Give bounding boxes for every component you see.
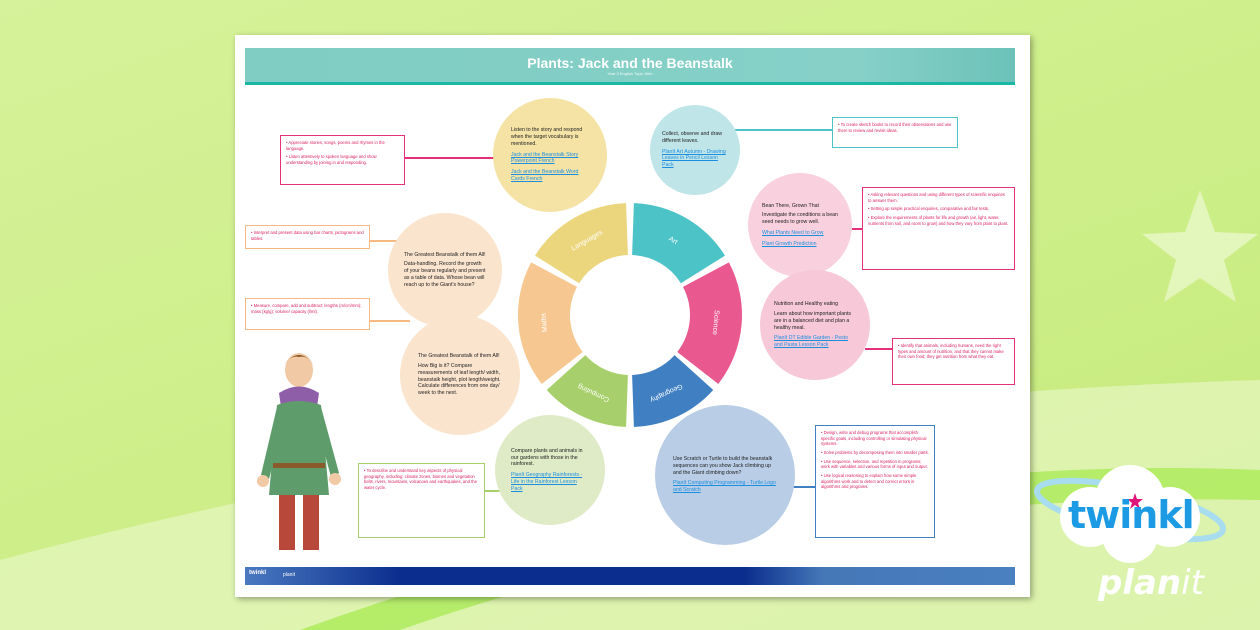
objectives-geography: To describe and understand key aspects o…	[358, 463, 485, 538]
resource-link[interactable]: PlanIt Geography Rainforests - Life in t…	[511, 472, 583, 492]
circle-text: Listen to the story and respond when the…	[511, 127, 583, 147]
footer-product: planit	[283, 572, 295, 578]
star-icon	[1127, 493, 1143, 509]
connector-computing	[790, 486, 815, 488]
connector-maths2	[370, 320, 410, 322]
objective-item: Solve problems by decomposing them into …	[821, 450, 929, 456]
circle-title: The Greatest Beanstalk of them All!	[418, 353, 500, 360]
jack-illustration	[257, 353, 341, 550]
connector-science1	[852, 228, 862, 230]
circle-maths-1: The Greatest Beanstalk of them All! Data…	[388, 213, 502, 327]
circle-text: Learn about how important plants are in …	[774, 311, 851, 331]
objectives-science-2: Identify that animals, including humans,…	[892, 338, 1015, 385]
circle-languages: Listen to the story and respond when the…	[493, 98, 607, 212]
page-title: Plants: Jack and the Beanstalk	[527, 55, 733, 71]
objective-item: To describe and understand key aspects o…	[364, 468, 479, 491]
logo-brand: twinkl	[1068, 493, 1195, 537]
circle-text: Compare plants and animals in our garden…	[511, 447, 583, 468]
objective-item: Identify that animals, including humans,…	[898, 343, 1009, 360]
circle-title: Nutrition and Healthy eating	[774, 301, 839, 308]
objectives-computing: Design, write and debug programs that ac…	[815, 425, 935, 538]
resource-link[interactable]: What Plants Need to Grow	[762, 229, 824, 236]
connector-art	[735, 129, 835, 131]
circle-computing: Use Scratch or Turtle to build the beans…	[655, 405, 795, 545]
resource-link[interactable]: Jack and the Beanstalk Word Cards French	[511, 169, 579, 182]
wheel-segment-maths	[518, 262, 583, 384]
logo-product-light: it	[1181, 563, 1204, 603]
footer-bar: twinkl planit	[245, 567, 1015, 585]
circle-science-2: Nutrition and Healthy eating Learn about…	[760, 270, 870, 380]
title-banner: Plants: Jack and the Beanstalk Year 3 En…	[245, 48, 1015, 85]
objective-item: Asking relevant questions and using diff…	[868, 192, 1009, 203]
resource-link[interactable]: PlanIt Art Autumn - Drawing Leaves in Pe…	[662, 148, 726, 169]
page-subtitle: Year 3 English Topic Web	[607, 71, 653, 76]
cloud-icon	[1033, 465, 1227, 563]
wheel-segment-geography	[632, 355, 714, 427]
objectives-art: To create sketch books to record their o…	[832, 117, 958, 148]
circle-text: Investigate the conditions a bean seed n…	[762, 212, 838, 226]
circle-text: Collect, observe and draw different leav…	[662, 131, 722, 144]
resource-link[interactable]: PlanIt Computing Programming - Turtle Lo…	[673, 480, 776, 494]
logo-product: planit	[1098, 563, 1204, 603]
connector-languages	[405, 157, 498, 159]
objective-item: Appreciate stories, songs, poems and rhy…	[286, 140, 399, 151]
wheel-label: Art	[667, 236, 678, 247]
circle-art: Collect, observe and draw different leav…	[650, 105, 740, 195]
circle-maths-2: The Greatest Beanstalk of them All! How …	[400, 315, 520, 435]
objectives-languages: Appreciate stories, songs, poems and rhy…	[280, 135, 405, 185]
wheel-label: Science	[711, 310, 720, 336]
footer-brand: twinkl	[249, 570, 267, 576]
circle-science-1: Bean There, Grown That Investigate the c…	[748, 173, 852, 277]
subject-wheel: ArtScienceGeographyComputingMathsLanguag…	[518, 203, 742, 427]
objective-item: Measure, compare, add and subtract: leng…	[251, 303, 364, 314]
objectives-maths-2: Measure, compare, add and subtract: leng…	[245, 298, 370, 330]
connector-maths1	[370, 240, 400, 242]
objective-item: Use logical reasoning to explain how som…	[821, 473, 929, 490]
objective-item: Explore the requirements of plants for l…	[868, 215, 1009, 226]
wheel-label: Maths	[540, 312, 549, 332]
objective-item: Interpret and present data using bar cha…	[251, 230, 364, 241]
connector-science2	[865, 348, 893, 350]
objective-item: To create sketch books to record their o…	[838, 122, 952, 133]
wheel-segment-science	[677, 262, 742, 384]
resource-link[interactable]: Jack and the Beanstalk Story Powerpoint …	[511, 151, 579, 165]
objective-item: Use sequence, selection, and repetition …	[821, 459, 929, 470]
resource-link[interactable]: Plant Growth Prediction	[762, 240, 817, 247]
topic-web-document: Plants: Jack and the Beanstalk Year 3 En…	[235, 35, 1030, 597]
twinkl-planit-logo: twinkl planit	[1030, 455, 1230, 615]
circle-text: Use Scratch or Turtle to build the beans…	[673, 456, 773, 476]
objectives-maths-1: Interpret and present data using bar cha…	[245, 225, 370, 249]
star-decoration	[1142, 190, 1258, 302]
objective-item: Listen attentively to spoken language an…	[286, 154, 399, 165]
circle-text: How Big is it? Compare measurements of l…	[418, 363, 501, 396]
circle-geography: Compare plants and animals in our garden…	[495, 415, 605, 525]
connector-geography	[485, 490, 505, 492]
resource-link[interactable]: PlanIt DT Edible Garden - Pesto and Past…	[774, 335, 849, 348]
wheel-segment-languages	[535, 203, 628, 284]
wheel-segment-computing	[546, 355, 628, 427]
objective-item: Setting up simple practical enquiries, c…	[868, 206, 1009, 212]
circle-text: Data-handling. Record the growth of your…	[404, 261, 486, 288]
objectives-science-1: Asking relevant questions and using diff…	[862, 187, 1015, 270]
logo-product-bold: plan	[1098, 563, 1182, 603]
objective-item: Design, write and debug programs that ac…	[821, 430, 929, 447]
wheel-segment-art	[632, 203, 725, 284]
circle-title: Bean There, Grown That	[762, 202, 819, 209]
circle-title: The Greatest Beanstalk of them All!	[404, 251, 486, 258]
